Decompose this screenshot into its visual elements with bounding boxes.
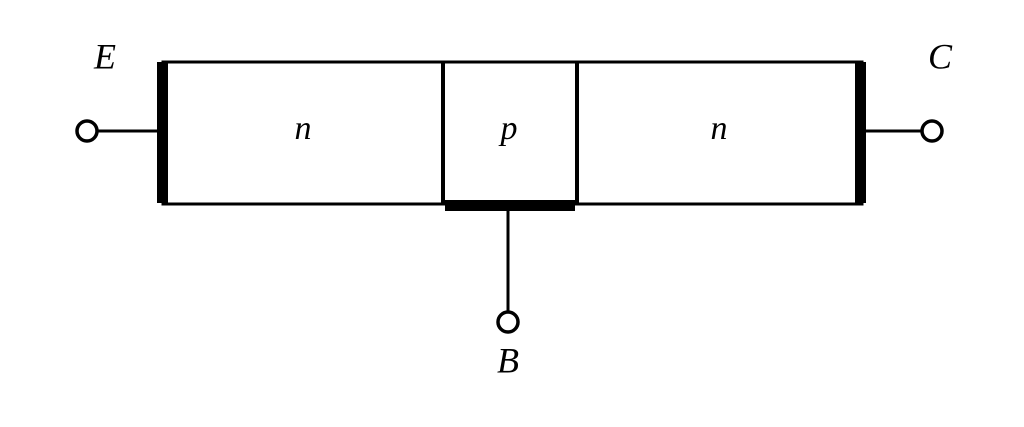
collector-electrode [855,62,866,203]
emitter-region-label: n [295,110,312,147]
emitter-electrode [157,62,168,203]
transistor-body-outline [161,60,864,206]
base-terminal-node [496,310,520,334]
collector-terminal-node [920,119,944,143]
emitter-terminal-node [75,119,99,143]
base-region-label: p [499,110,518,147]
collector-terminal-label: C [928,36,953,76]
collector-region-label: n [711,110,728,147]
base-electrode [445,200,575,211]
base-terminal-label: B [497,340,519,380]
emitter-terminal-label: E [93,36,116,76]
